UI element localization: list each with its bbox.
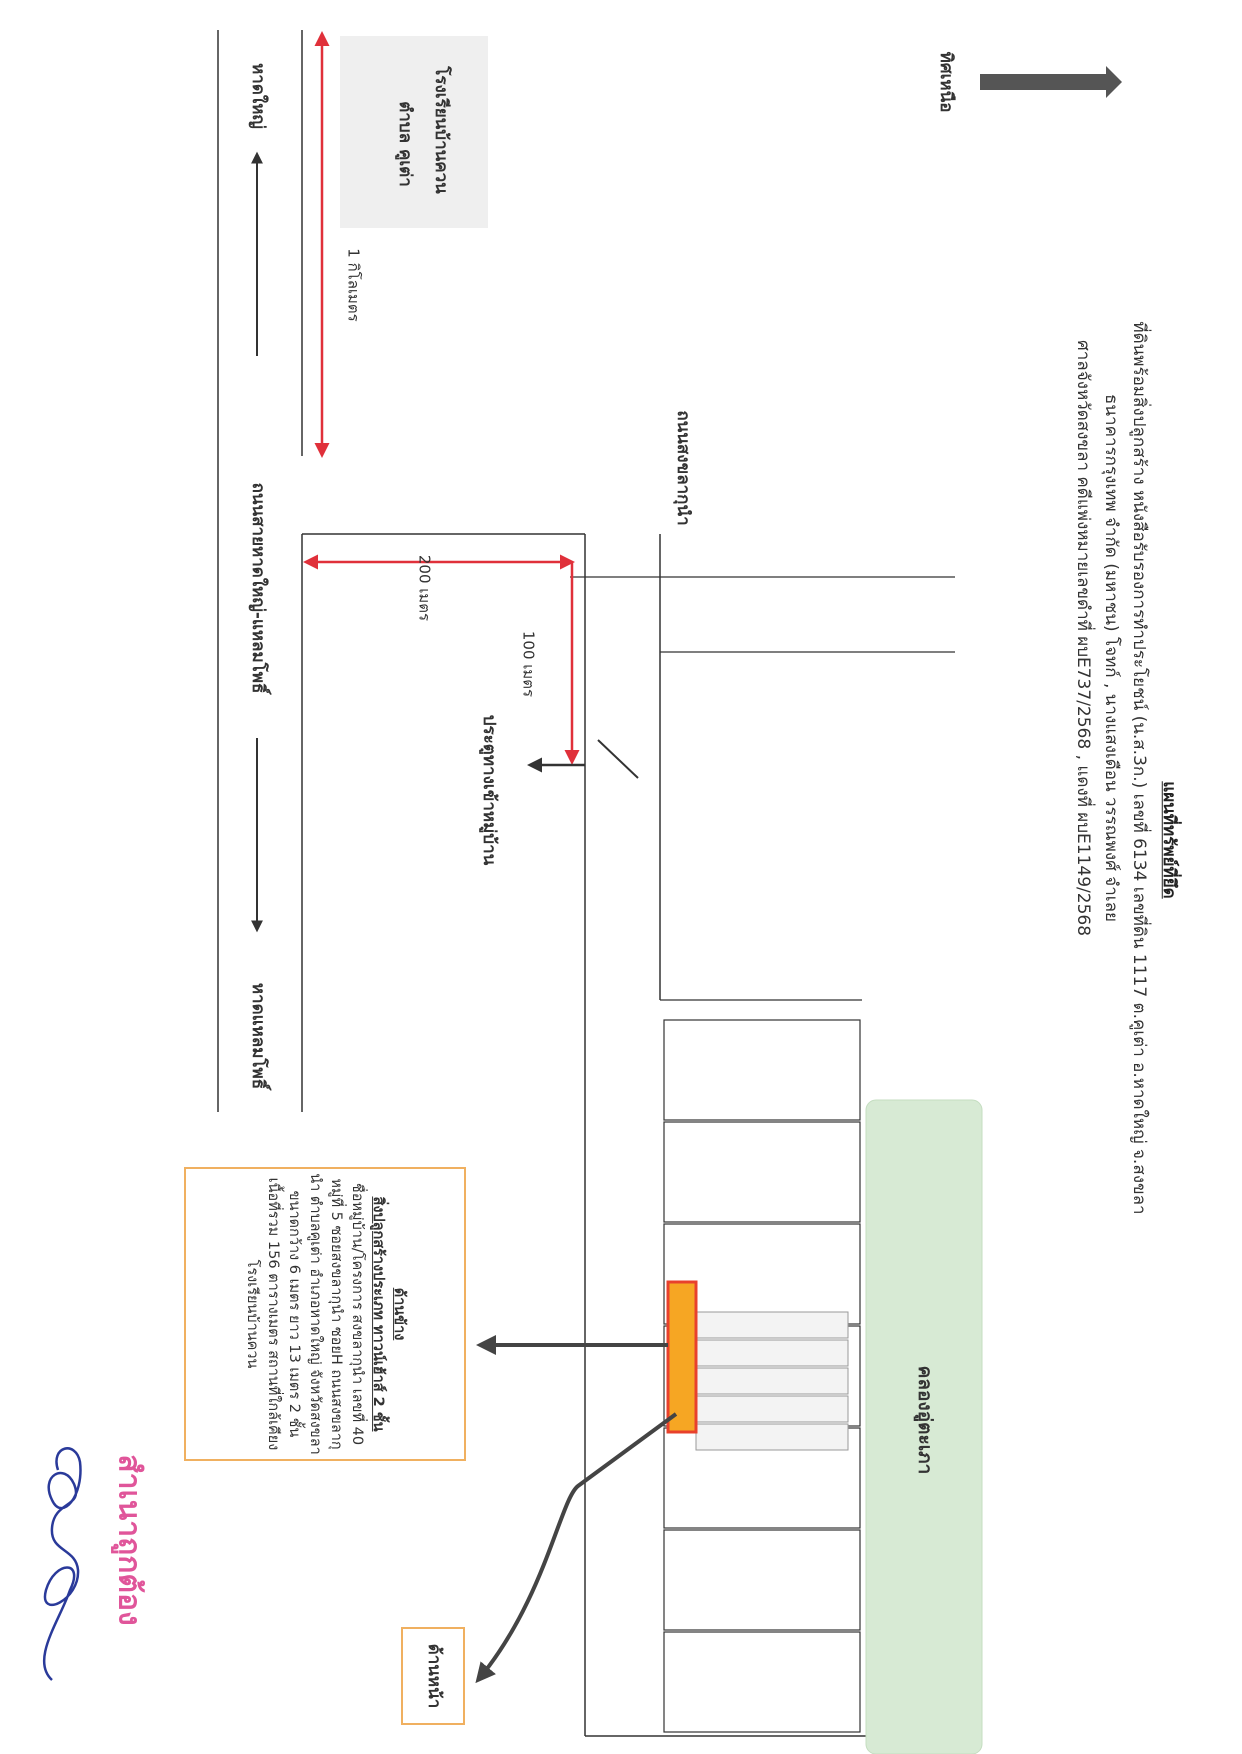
info-box: ด้านข้าง สิ่งปลูกสร้างประเภท ทาวน์เฮ้าส์… xyxy=(241,1172,409,1456)
signature-mark xyxy=(42,1447,82,1681)
map-title: แผนที่ทรัพย์ที่ยึด xyxy=(1158,781,1179,899)
header-line-2: ธนาคารกรุงเทพ จำกัด (มหาชน) โจทก์ , นางแ… xyxy=(1100,394,1121,922)
north-label: ทิศเหนือ xyxy=(935,51,956,113)
front-label-frame xyxy=(401,1627,465,1725)
one-km-label: 1 กิโลเมตร xyxy=(344,248,363,322)
info-box-side-label: ด้านข้าง xyxy=(391,1287,408,1341)
header-line-1: ที่ดินพร้อมสิ่งปลูกสร้าง หนังสือรับรองกา… xyxy=(1128,321,1149,1215)
certified-copy-stamp: สำเนาถูกต้อง xyxy=(111,1454,147,1626)
lot-blocks xyxy=(663,1019,861,1733)
north-arrow-icon xyxy=(980,66,1122,98)
pointer-to-front xyxy=(475,1412,678,1684)
info-box-frame xyxy=(184,1167,466,1461)
townhouse-row xyxy=(695,1311,849,1451)
subdistrict-label: ตำบล คูเต่า xyxy=(394,101,415,187)
front-label: ด้านหน้า xyxy=(423,1643,444,1709)
target-property xyxy=(666,1280,698,1434)
info-box-heading: สิ่งปลูกสร้างประเภท ทาวน์เฮ้าส์ 2 ชั้น xyxy=(370,1196,387,1432)
school-area xyxy=(340,36,488,228)
canal-area xyxy=(865,1099,983,1754)
village-gate-label: ประตูทางเข้าหมู่บ้าน xyxy=(478,714,499,866)
school-label: โรงเรียนบ้านควน xyxy=(430,66,451,194)
main-road-label: ถนนสายหาดใหญ่-แหลมโพธิ์ xyxy=(247,482,268,694)
village-gate-barrier xyxy=(597,739,639,779)
canal-label: คลองอู่ตะเภา xyxy=(913,1365,936,1475)
two-hundred-m-label: 200 เมตร xyxy=(415,554,434,622)
laem-pho-label: หาดแหลมโพธิ์ xyxy=(247,982,268,1090)
hatyai-label: หาดใหญ่ xyxy=(247,63,268,129)
side-road-label: ถนนสงขลากุนำ xyxy=(672,410,693,526)
header-line-3: ศาลจังหวัดสงขลา คดีแพ่งหมายเลขดำที่ ผบE7… xyxy=(1072,339,1093,937)
info-box-body: ชื่อหมู่บ้าน/โครงการ สงขลากุนำ เลขที่ 40… xyxy=(243,1173,366,1455)
hundred-m-label: 100 เมตร xyxy=(519,630,538,698)
